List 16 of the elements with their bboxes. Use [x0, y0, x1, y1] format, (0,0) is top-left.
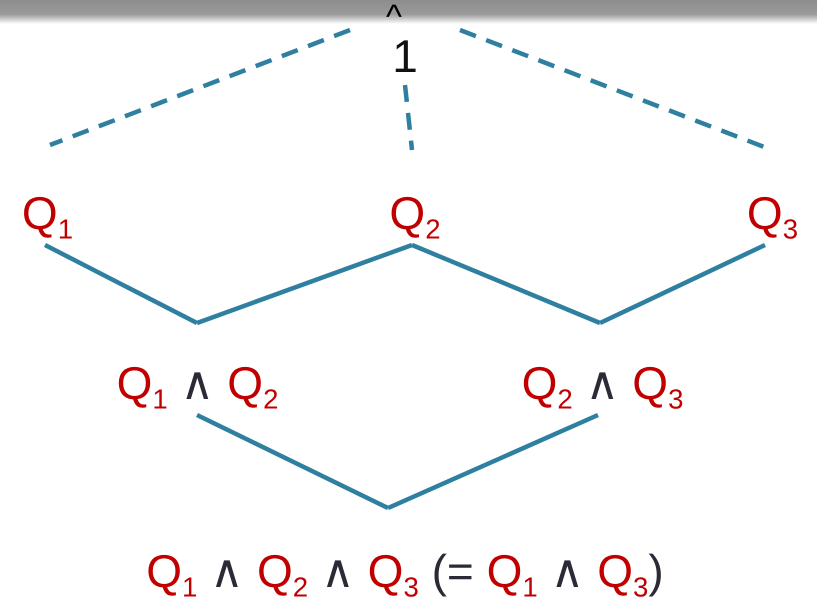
- top-element-label: 1: [392, 31, 418, 82]
- line: [411, 242, 601, 326]
- line: [44, 243, 198, 325]
- formula-label: Q$_{3}$: [746, 188, 798, 245]
- formula-label: Q$_{1}$: [22, 188, 74, 245]
- formula-label: Q$_{1}$ ∧ Q$_{2}$: [116, 358, 278, 415]
- line: [387, 412, 599, 510]
- dashed-line: [49, 28, 351, 148]
- line: [599, 242, 766, 326]
- line: [196, 242, 413, 326]
- formula-label: Q$_{2}$ ∧ Q$_{3}$: [522, 358, 684, 415]
- caret-label: ^: [386, 0, 402, 34]
- dashed-line: [402, 84, 414, 150]
- formula-label: Q$_{1}$ ∧ Q$_{2}$ ∧ Q$_{3}$ (= Q$_{1}$ ∧ Q$_{3}$): [146, 546, 664, 603]
- formula-label: Q$_{2}$: [389, 188, 441, 245]
- line: [196, 412, 389, 510]
